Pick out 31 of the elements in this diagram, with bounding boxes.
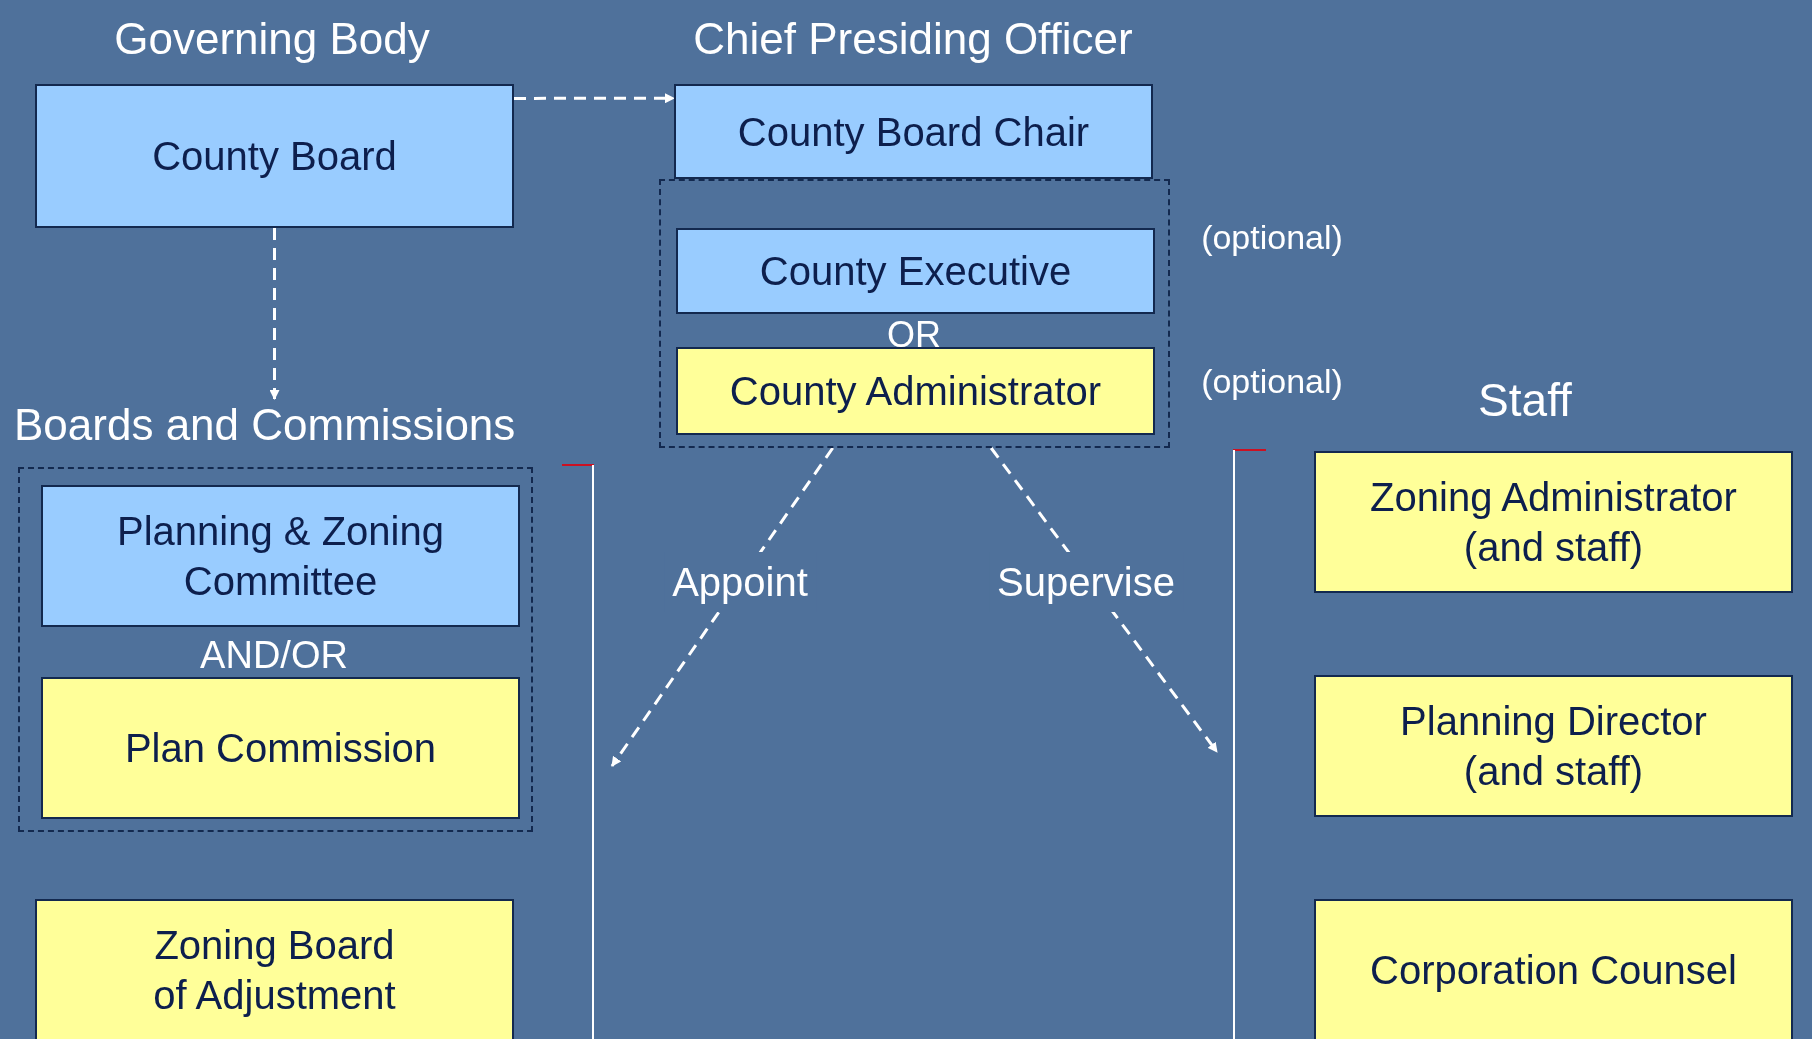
org-box: [1314, 899, 1793, 1039]
dashed-group-frame: [659, 179, 1170, 448]
box-label: County Board Chair: [737, 108, 1090, 156]
org-box: [41, 677, 520, 819]
heading-label: Governing Body: [113, 13, 431, 65]
org-box: [1314, 675, 1793, 817]
dashed-arrow: [269, 228, 280, 400]
box-label: Corporation Counsel: [1370, 947, 1737, 994]
org-box: [1314, 451, 1793, 593]
box-label: Zoning Board of Adjustment: [152, 922, 397, 1019]
heading-label: Chief Presiding Officer: [692, 13, 1134, 65]
box-label: County Executive: [759, 248, 1072, 295]
box-label: Zoning Administrator (and staff): [1369, 474, 1738, 571]
heading-label: Staff: [1477, 373, 1573, 428]
group-heading: Boards and Commissions: [14, 399, 516, 451]
box-label: County Board: [152, 133, 397, 180]
heading-label: (optional): [1200, 217, 1344, 258]
box-label: Planning & Zoning Committee: [116, 508, 445, 605]
box-label: Planning Director (and staff): [1399, 698, 1708, 795]
heading-label: OR: [886, 313, 942, 357]
org-box: [41, 485, 520, 627]
org-box: [35, 899, 514, 1039]
dashed-arrow: [514, 93, 675, 104]
box-label: County Administrator: [729, 368, 1102, 415]
org-box: [35, 84, 514, 228]
heading-label: AND/OR: [199, 633, 349, 678]
org-box: [676, 347, 1155, 435]
box-label: Plan Commission: [124, 725, 437, 772]
org-box: [676, 228, 1155, 314]
heading-label: (optional): [1200, 361, 1344, 402]
org-box: [674, 84, 1153, 179]
